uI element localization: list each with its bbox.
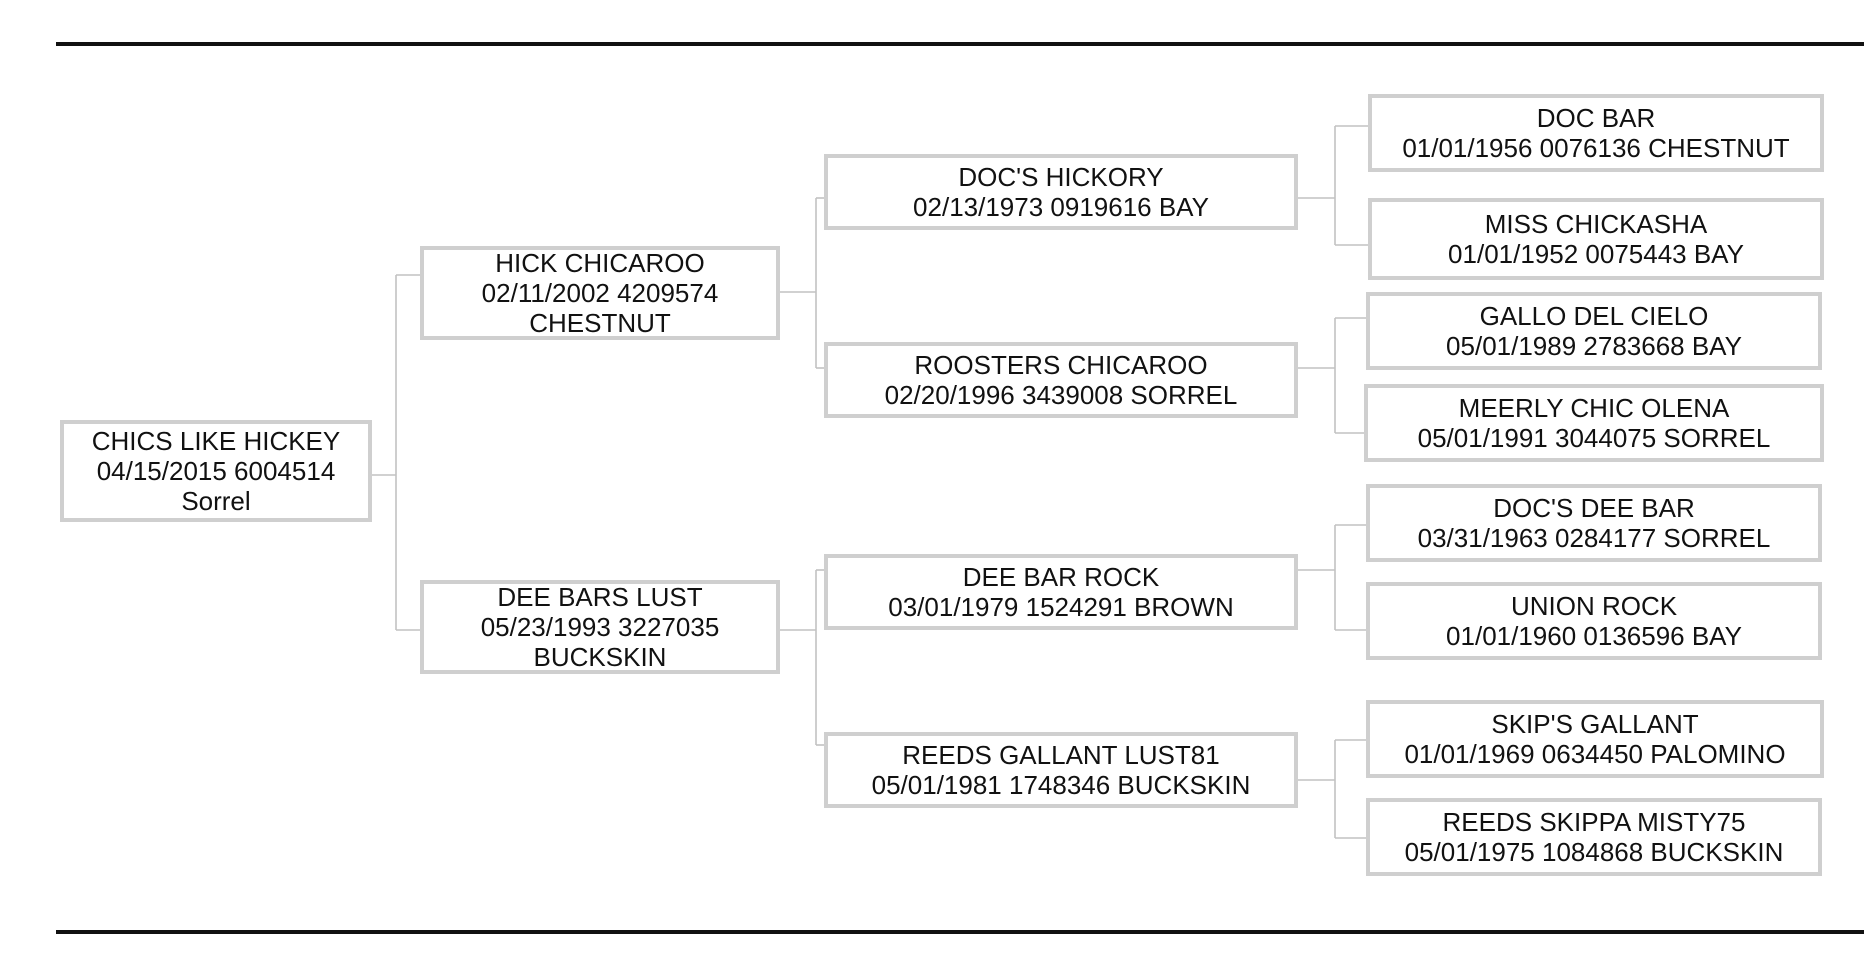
horse-name: DOC BAR [1536,103,1656,133]
horse-name: DEE BARS LUST [497,582,703,612]
horse-color: BUCKSKIN [533,642,667,672]
horse-name: GALLO DEL CIELO [1479,301,1709,331]
horse-info: 01/01/1952 0075443 BAY [1448,239,1744,269]
pedigree-node-dam-sire-sire: DOC'S DEE BAR 03/31/1963 0284177 SORREL [1366,484,1822,562]
pedigree-node-sire: HICK CHICAROO 02/11/2002 4209574 CHESTNU… [420,246,780,340]
horse-name: MISS CHICKASHA [1484,209,1708,239]
horse-info: 03/01/1979 1524291 BROWN [888,592,1234,622]
bottom-rule [56,930,1864,934]
horse-name: DOC'S HICKORY [958,162,1164,192]
horse-name: DEE BAR ROCK [962,562,1160,592]
pedigree-node-dam-dam-dam: REEDS SKIPPA MISTY75 05/01/1975 1084868 … [1366,798,1822,876]
pedigree-node-sire-sire-sire: DOC BAR 01/01/1956 0076136 CHESTNUT [1368,94,1824,172]
horse-name: UNION ROCK [1510,591,1678,621]
horse-info: 01/01/1960 0136596 BAY [1446,621,1742,651]
horse-info: 01/01/1969 0634450 PALOMINO [1404,739,1786,769]
top-rule [56,42,1864,46]
horse-name: SKIP'S GALLANT [1491,709,1699,739]
pedigree-node-dam-sire: DEE BAR ROCK 03/01/1979 1524291 BROWN [824,554,1298,630]
horse-info: 02/20/1996 3439008 SORREL [884,380,1238,410]
horse-name: DOC'S DEE BAR [1493,493,1695,523]
pedigree-node-sire-dam-dam: MEERLY CHIC OLENA 05/01/1991 3044075 SOR… [1364,384,1824,462]
horse-info: 05/23/1993 3227035 [480,612,720,642]
horse-name: CHICS LIKE HICKEY [91,426,341,456]
pedigree-node-sire-sire: DOC'S HICKORY 02/13/1973 0919616 BAY [824,154,1298,230]
horse-info: 02/13/1973 0919616 BAY [913,192,1209,222]
pedigree-node-sire-dam: ROOSTERS CHICAROO 02/20/1996 3439008 SOR… [824,342,1298,418]
pedigree-node-sire-dam-sire: GALLO DEL CIELO 05/01/1989 2783668 BAY [1366,292,1822,370]
horse-name: REEDS SKIPPA MISTY75 [1442,807,1746,837]
pedigree-node-subject: CHICS LIKE HICKEY 04/15/2015 6004514 Sor… [60,420,372,522]
pedigree-node-dam-sire-dam: UNION ROCK 01/01/1960 0136596 BAY [1366,582,1822,660]
horse-info: 05/01/1989 2783668 BAY [1446,331,1742,361]
pedigree-node-dam: DEE BARS LUST 05/23/1993 3227035 BUCKSKI… [420,580,780,674]
horse-color: Sorrel [181,486,251,516]
horse-name: ROOSTERS CHICAROO [914,350,1208,380]
horse-info: 05/01/1991 3044075 SORREL [1417,423,1771,453]
horse-info: 05/01/1975 1084868 BUCKSKIN [1404,837,1784,867]
horse-info: 02/11/2002 4209574 [481,278,719,308]
pedigree-node-dam-dam-sire: SKIP'S GALLANT 01/01/1969 0634450 PALOMI… [1366,700,1824,778]
horse-info: 03/31/1963 0284177 SORREL [1417,523,1771,553]
horse-info: 05/01/1981 1748346 BUCKSKIN [871,770,1251,800]
horse-info: 01/01/1956 0076136 CHESTNUT [1402,133,1790,163]
horse-color: CHESTNUT [529,308,671,338]
horse-name: REEDS GALLANT LUST81 [902,740,1220,770]
horse-name: HICK CHICAROO [495,248,705,278]
pedigree-node-dam-dam: REEDS GALLANT LUST81 05/01/1981 1748346 … [824,732,1298,808]
pedigree-node-sire-sire-dam: MISS CHICKASHA 01/01/1952 0075443 BAY [1368,198,1824,280]
horse-info: 04/15/2015 6004514 [96,456,336,486]
horse-name: MEERLY CHIC OLENA [1458,393,1730,423]
